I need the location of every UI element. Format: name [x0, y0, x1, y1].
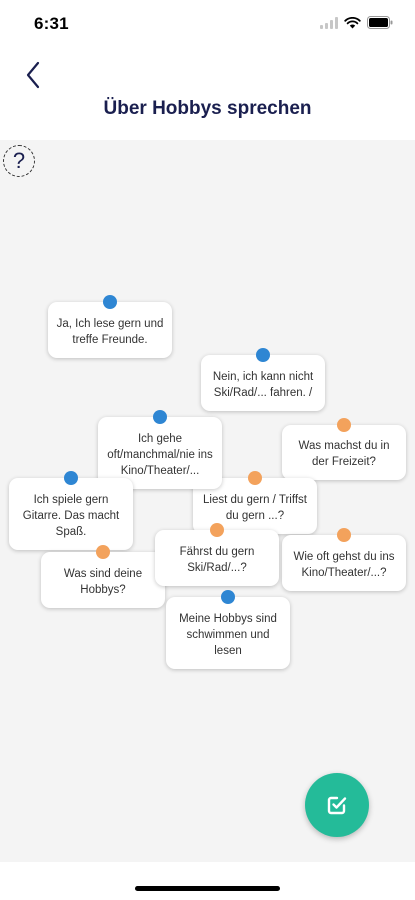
check-answers-button[interactable] — [305, 773, 369, 837]
wifi-icon — [344, 16, 361, 29]
card-text: Fährst du gern Ski/Rad/...? — [179, 546, 255, 574]
bottom-bar — [0, 862, 415, 900]
battery-icon — [367, 16, 393, 29]
question-mark-icon: ? — [12, 148, 26, 173]
status-bar: 6:31 — [0, 0, 415, 50]
card-text: Wie oft gehst du ins Kino/Theater/...? — [293, 551, 395, 579]
card-text: Was sind deine Hobbys? — [63, 568, 143, 596]
question-dot-icon — [248, 471, 262, 485]
answer-dot-icon — [153, 410, 167, 424]
card-text: Was machst du in der Freizeit? — [298, 440, 390, 468]
phrase-card[interactable]: Fährst du gern Ski/Rad/...? — [155, 523, 279, 586]
card-text: Ich spiele gern Gitarre. Das macht Spaß. — [22, 494, 120, 538]
question-dot-icon — [337, 418, 351, 432]
card-text: Liest du gern / Triffst du gern ...? — [203, 494, 307, 522]
answer-dot-icon — [103, 295, 117, 309]
card-text: Meine Hobbys sind schwimmen und lesen — [179, 613, 277, 657]
answer-dot-icon — [221, 590, 235, 604]
phrase-card[interactable]: Ich spiele gern Gitarre. Das macht Spaß. — [9, 471, 133, 550]
status-time: 6:31 — [34, 14, 69, 33]
phrase-card[interactable]: Ja, Ich lese gern und treffe Freunde. — [48, 295, 172, 358]
status-icons — [320, 16, 393, 29]
help-button[interactable]: ? — [3, 145, 35, 177]
home-indicator[interactable] — [135, 886, 280, 891]
chevron-left-icon — [26, 61, 40, 89]
page-title: Über Hobbys sprechen — [103, 98, 312, 119]
answer-dot-icon — [64, 471, 78, 485]
question-dot-icon — [210, 523, 224, 537]
question-dot-icon — [96, 545, 110, 559]
answer-dot-icon — [256, 348, 270, 362]
check-square-icon — [327, 796, 347, 815]
card-text: Nein, ich kann nicht Ski/Rad/... fahren.… — [212, 371, 314, 399]
card-text: Ich gehe oft/manchmal/nie ins Kino/Theat… — [107, 433, 213, 477]
phrase-card[interactable]: Nein, ich kann nicht Ski/Rad/... fahren.… — [201, 348, 325, 411]
question-dot-icon — [337, 528, 351, 542]
phrase-card[interactable]: Meine Hobbys sind schwimmen und lesen — [166, 590, 290, 669]
card-text: Ja, Ich lese gern und treffe Freunde. — [56, 318, 164, 346]
phrase-card[interactable]: Was machst du in der Freizeit? — [282, 418, 406, 480]
back-button[interactable] — [18, 58, 48, 92]
phrase-card[interactable]: Wie oft gehst du ins Kino/Theater/...? — [282, 528, 406, 591]
phrase-card[interactable]: Was sind deine Hobbys? — [41, 545, 165, 608]
signal-icon — [320, 16, 338, 29]
phrase-card[interactable]: Ich gehe oft/manchmal/nie ins Kino/Theat… — [98, 410, 222, 489]
